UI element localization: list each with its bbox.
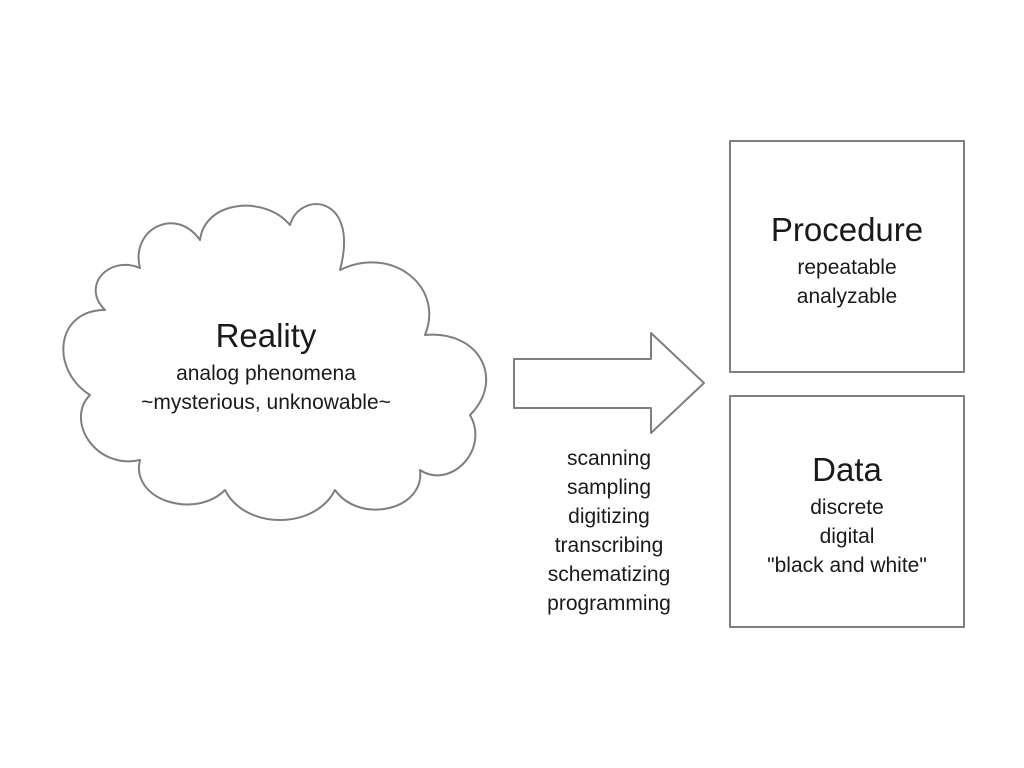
process-item: programming	[547, 592, 671, 615]
data-line-3: "black and white"	[767, 553, 927, 577]
procedure-label-group: Procedure repeatable analyzable	[730, 210, 964, 311]
process-item: transcribing	[554, 534, 664, 557]
process-item: schematizing	[547, 563, 671, 586]
reality-title: Reality	[215, 317, 317, 354]
data-box	[729, 395, 965, 628]
process-arrow	[513, 332, 705, 434]
reality-label-group: Reality analog phenomena ~mysterious, un…	[106, 316, 426, 417]
data-line-1: discrete	[810, 495, 884, 519]
procedure-title: Procedure	[770, 211, 924, 248]
data-title: Data	[812, 451, 882, 488]
reality-cloud	[62, 203, 488, 521]
process-item: digitizing	[568, 505, 650, 528]
reality-line-1: analog phenomena	[176, 361, 356, 385]
procedure-line-1: repeatable	[797, 255, 897, 279]
procedure-box	[729, 140, 965, 373]
reality-line-2: ~mysterious, unknowable~	[141, 390, 391, 414]
data-line-2: digital	[819, 524, 875, 548]
data-label-group: Data discrete digital "black and white"	[730, 450, 964, 580]
procedure-line-2: analyzable	[796, 284, 898, 308]
process-item: sampling	[566, 476, 652, 499]
process-list: scanning sampling digitizing transcribin…	[519, 444, 699, 618]
process-item: scanning	[566, 447, 652, 470]
